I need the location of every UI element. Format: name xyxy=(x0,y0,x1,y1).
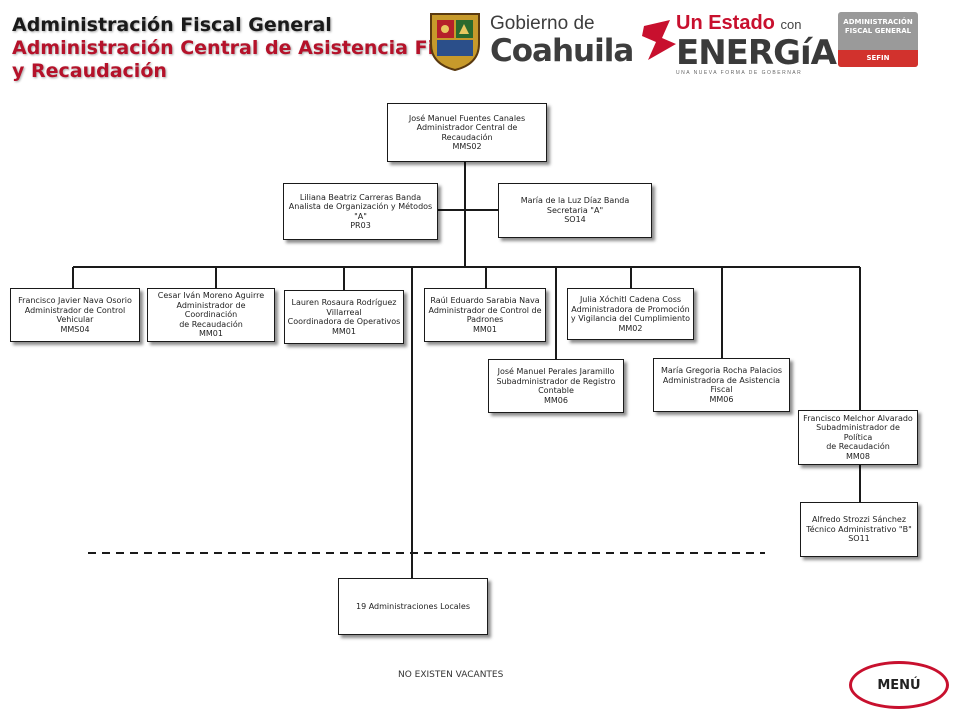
org-node-line: SO11 xyxy=(848,534,870,544)
org-node-line: MM06 xyxy=(709,394,734,404)
org-node-line: Alfredo Strozzi Sánchez xyxy=(811,515,907,525)
energia-logo: Un Estado con ENERGíA UNA NUEVA FORMA DE… xyxy=(676,12,837,76)
energia-logo-tagline: UNA NUEVA FORMA DE GOBERNAR xyxy=(676,70,803,76)
page-subtitle: Administración Central de Asistencia Fis… xyxy=(12,37,477,59)
org-node-line: Secretaria "A" xyxy=(546,205,604,215)
org-node-line: Subadministrador de Registro xyxy=(496,376,616,386)
org-node-line: Analista de Organización y Métodos xyxy=(288,202,433,211)
org-node-line: Cesar Iván Moreno Aguirre xyxy=(157,291,265,301)
org-node-line: Padrones xyxy=(466,315,504,324)
org-node-line: MMS02 xyxy=(452,142,482,151)
org-node-line: Villarreal xyxy=(326,307,362,317)
sefin-badge: SEFIN xyxy=(838,50,918,67)
org-node-line: MM01 xyxy=(473,324,497,334)
energia-star-icon xyxy=(642,20,676,60)
energia-logo-con: con xyxy=(780,17,802,32)
org-node-line: Raúl Eduardo Sarabia Nava xyxy=(430,296,540,305)
org-node-line: "A" xyxy=(354,211,367,221)
coahuila-logo-text: Gobierno de Coahuila xyxy=(490,13,634,69)
org-node-line: Julia Xóchitl Cadena Coss xyxy=(579,295,682,304)
org-node-line: MMS04 xyxy=(60,324,90,334)
org-node-line: Administradora de Promoción xyxy=(571,304,690,314)
org-node-locales: 19 Administraciones Locales xyxy=(338,578,488,635)
org-node-line: y Vigilancia del Cumplimiento xyxy=(570,314,691,323)
org-node-line: MM02 xyxy=(618,323,643,333)
page-subtitle-cont: y Recaudación xyxy=(12,60,167,82)
org-node-line: Administradora de Asistencia xyxy=(662,375,781,385)
org-node-line: MM08 xyxy=(846,451,870,461)
page-title: Administración Fiscal General xyxy=(12,14,332,36)
coahuila-logo-big: Coahuila xyxy=(490,33,634,69)
org-node-line: 19 Administraciones Locales xyxy=(356,601,470,611)
org-node-line: MM01 xyxy=(332,326,356,336)
coahuila-shield-logo xyxy=(430,13,480,72)
org-node-line: Vehicular xyxy=(56,315,94,324)
org-node-line: José Manuel Perales Jaramillo xyxy=(497,367,615,376)
sefin-logo-line1: ADMINISTRACIÓN xyxy=(843,18,913,26)
org-node-line: PR03 xyxy=(350,221,371,230)
org-node-line: María de la Luz Díaz Banda xyxy=(520,196,630,206)
coahuila-logo-small: Gobierno de xyxy=(490,13,595,34)
org-node-line: Administrador de Control xyxy=(24,305,126,315)
org-node-line: María Gregoria Rocha Palacios xyxy=(660,366,783,375)
org-node-line: MM01 xyxy=(199,329,223,339)
menu-button[interactable]: MENÚ xyxy=(849,661,949,709)
org-node-line: Administrador de Coordinación xyxy=(176,300,246,320)
org-node-line: Francisco Melchor Alvarado xyxy=(803,413,913,423)
energia-logo-top: Un Estado xyxy=(676,12,775,34)
vacancies-note: NO EXISTEN VACANTES xyxy=(398,670,504,680)
org-node-line: Subadministrador de Política xyxy=(816,423,900,442)
org-node-line: de Recaudación xyxy=(826,442,890,452)
org-node-line: Francisco Javier Nava Osorio xyxy=(18,296,132,305)
org-node-line: Administrador de Control de xyxy=(428,305,542,315)
org-node-line: Administrador Central de Recaudación xyxy=(416,123,518,142)
org-node-line: Liliana Beatriz Carreras Banda xyxy=(299,192,422,202)
org-node-line: Fiscal xyxy=(710,385,733,394)
org-node-line: José Manuel Fuentes Canales xyxy=(408,113,526,123)
org-node-line: Técnico Administrativo "B" xyxy=(806,524,912,534)
org-node-line: de Recaudación xyxy=(179,319,243,329)
org-node-line: Coordinadora de Operativos xyxy=(287,317,401,326)
org-node-line: Contable xyxy=(538,386,574,395)
sefin-logo-line2: FISCAL GENERAL xyxy=(844,27,912,35)
energia-logo-big: ENERGíA xyxy=(676,33,837,73)
org-node-line: Lauren Rosaura Rodríguez xyxy=(291,298,397,307)
org-node-line: SO14 xyxy=(564,215,586,225)
org-node-line: MM06 xyxy=(544,395,568,405)
